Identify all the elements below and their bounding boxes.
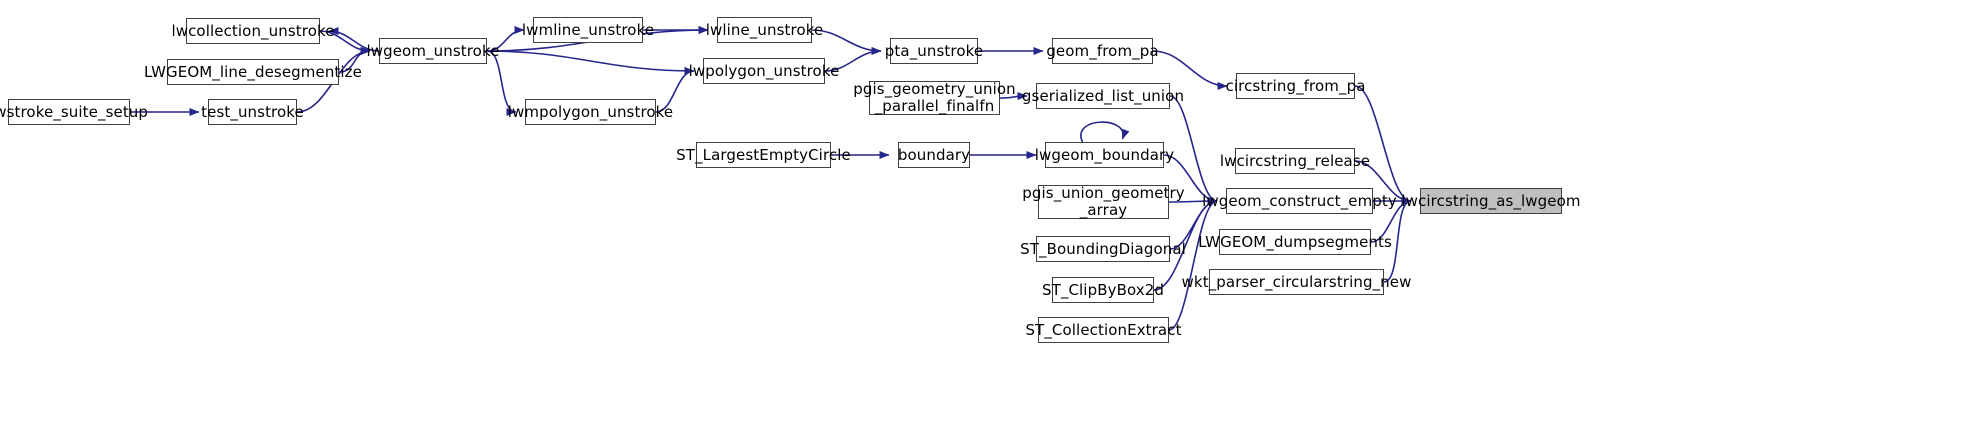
graph-edge-lwgeom_boundary--to--lwgeom_boundary	[1080, 121, 1130, 143]
graph-node-geom_from_pa[interactable]: geom_from_pa	[1046, 38, 1159, 64]
graph-node-lwpolygon_unstroke[interactable]: lwpolygon_unstroke	[689, 58, 839, 84]
graph-edge-geom_from_pa--to--circstring_from_pa	[1152, 50, 1228, 90]
graph-node-label: lwstroke_suite_setup	[0, 102, 149, 121]
graph-node-lwcircstring_as_lwgeom[interactable]: lwcircstring_as_lwgeom	[1401, 188, 1580, 214]
graph-node-LWGEOM_dumpsegments[interactable]: LWGEOM_dumpsegments	[1198, 229, 1392, 255]
graph-node-LWGEOM_line_desegmentize[interactable]: LWGEOM_line_desegmentize	[144, 59, 362, 85]
graph-node-label: lwline_unstroke	[705, 20, 824, 39]
graph-node-label: lwgeom_boundary	[1034, 145, 1175, 164]
graph-node-label: lwpolygon_unstroke	[688, 61, 840, 80]
graph-node-label: ST_LargestEmptyCircle	[676, 145, 851, 164]
graph-node-label: ST_ClipByBox2d	[1041, 280, 1165, 299]
graph-node-pgis_union_geometry_array[interactable]: pgis_union_geometry _array	[1022, 185, 1185, 219]
graph-node-wkt_parser_circularstring_new[interactable]: wkt_parser_circularstring_new	[1182, 269, 1411, 295]
graph-edge-circstring_from_pa--to--lwcircstring_as_lwgeom	[1354, 85, 1412, 205]
graph-node-label: pgis_union_geometry _array	[1022, 184, 1185, 219]
graph-node-label: pta_unstroke	[884, 41, 984, 60]
graph-edge-ST_CollectionExtract--to--lwgeom_construct_empty	[1168, 197, 1218, 331]
graph-node-lwgeom_construct_empty[interactable]: lwgeom_construct_empty	[1202, 188, 1397, 214]
graph-edge-lwgeom_unstroke--to--lwpolygon_unstroke	[486, 50, 695, 75]
graph-node-lwstroke_suite_setup[interactable]: lwstroke_suite_setup	[0, 99, 148, 125]
graph-node-label: LWGEOM_line_desegmentize	[144, 62, 362, 81]
graph-node-label: boundary	[897, 145, 971, 164]
graph-node-gserialized_list_union[interactable]: gserialized_list_union	[1022, 83, 1184, 109]
graph-node-label: LWGEOM_dumpsegments	[1198, 232, 1392, 251]
graph-node-lwcircstring_release[interactable]: lwcircstring_release	[1220, 148, 1370, 174]
graph-node-ST_LargestEmptyCircle[interactable]: ST_LargestEmptyCircle	[676, 142, 851, 168]
graph-node-label: lwmline_unstroke	[521, 20, 655, 39]
graph-node-label: pgis_geometry_union _parallel_finalfn	[853, 80, 1016, 115]
graph-node-lwcollection_unstroke[interactable]: lwcollection_unstroke	[171, 18, 334, 44]
graph-node-lwmpolygon_unstroke[interactable]: lwmpolygon_unstroke	[508, 99, 673, 125]
graph-node-label: lwgeom_unstroke	[366, 41, 500, 60]
graph-node-label: test_unstroke	[201, 102, 304, 121]
graph-node-pgis_geometry_union_parallel_finalfn[interactable]: pgis_geometry_union _parallel_finalfn	[853, 81, 1016, 115]
graph-node-label: lwcircstring_release	[1219, 151, 1371, 170]
graph-node-label: ST_BoundingDiagonal	[1020, 239, 1186, 258]
graph-node-label: lwcircstring_as_lwgeom	[1401, 191, 1581, 210]
graph-node-circstring_from_pa[interactable]: circstring_from_pa	[1226, 73, 1365, 99]
graph-node-pta_unstroke[interactable]: pta_unstroke	[885, 38, 983, 64]
graph-node-label: lwcollection_unstroke	[171, 21, 335, 40]
graph-node-label: circstring_from_pa	[1225, 76, 1366, 95]
graph-node-lwmline_unstroke[interactable]: lwmline_unstroke	[522, 17, 654, 43]
graph-node-label: lwmpolygon_unstroke	[507, 102, 674, 121]
graph-node-lwgeom_boundary[interactable]: lwgeom_boundary	[1035, 142, 1174, 168]
graph-node-label: gserialized_list_union	[1021, 86, 1185, 105]
graph-node-ST_ClipByBox2d[interactable]: ST_ClipByBox2d	[1042, 277, 1164, 303]
graph-node-lwline_unstroke[interactable]: lwline_unstroke	[706, 17, 823, 43]
graph-node-label: lwgeom_construct_empty	[1202, 191, 1397, 210]
graph-node-label: wkt_parser_circularstring_new	[1181, 272, 1412, 291]
graph-node-label: ST_CollectionExtract	[1025, 320, 1182, 339]
graph-node-ST_CollectionExtract[interactable]: ST_CollectionExtract	[1025, 317, 1181, 343]
graph-node-test_unstroke[interactable]: test_unstroke	[201, 99, 304, 125]
graph-node-boundary[interactable]: boundary	[898, 142, 970, 168]
graph-node-lwgeom_unstroke[interactable]: lwgeom_unstroke	[366, 38, 499, 64]
graph-node-label: geom_from_pa	[1046, 41, 1159, 60]
graph-node-ST_BoundingDiagonal[interactable]: ST_BoundingDiagonal	[1020, 236, 1186, 262]
